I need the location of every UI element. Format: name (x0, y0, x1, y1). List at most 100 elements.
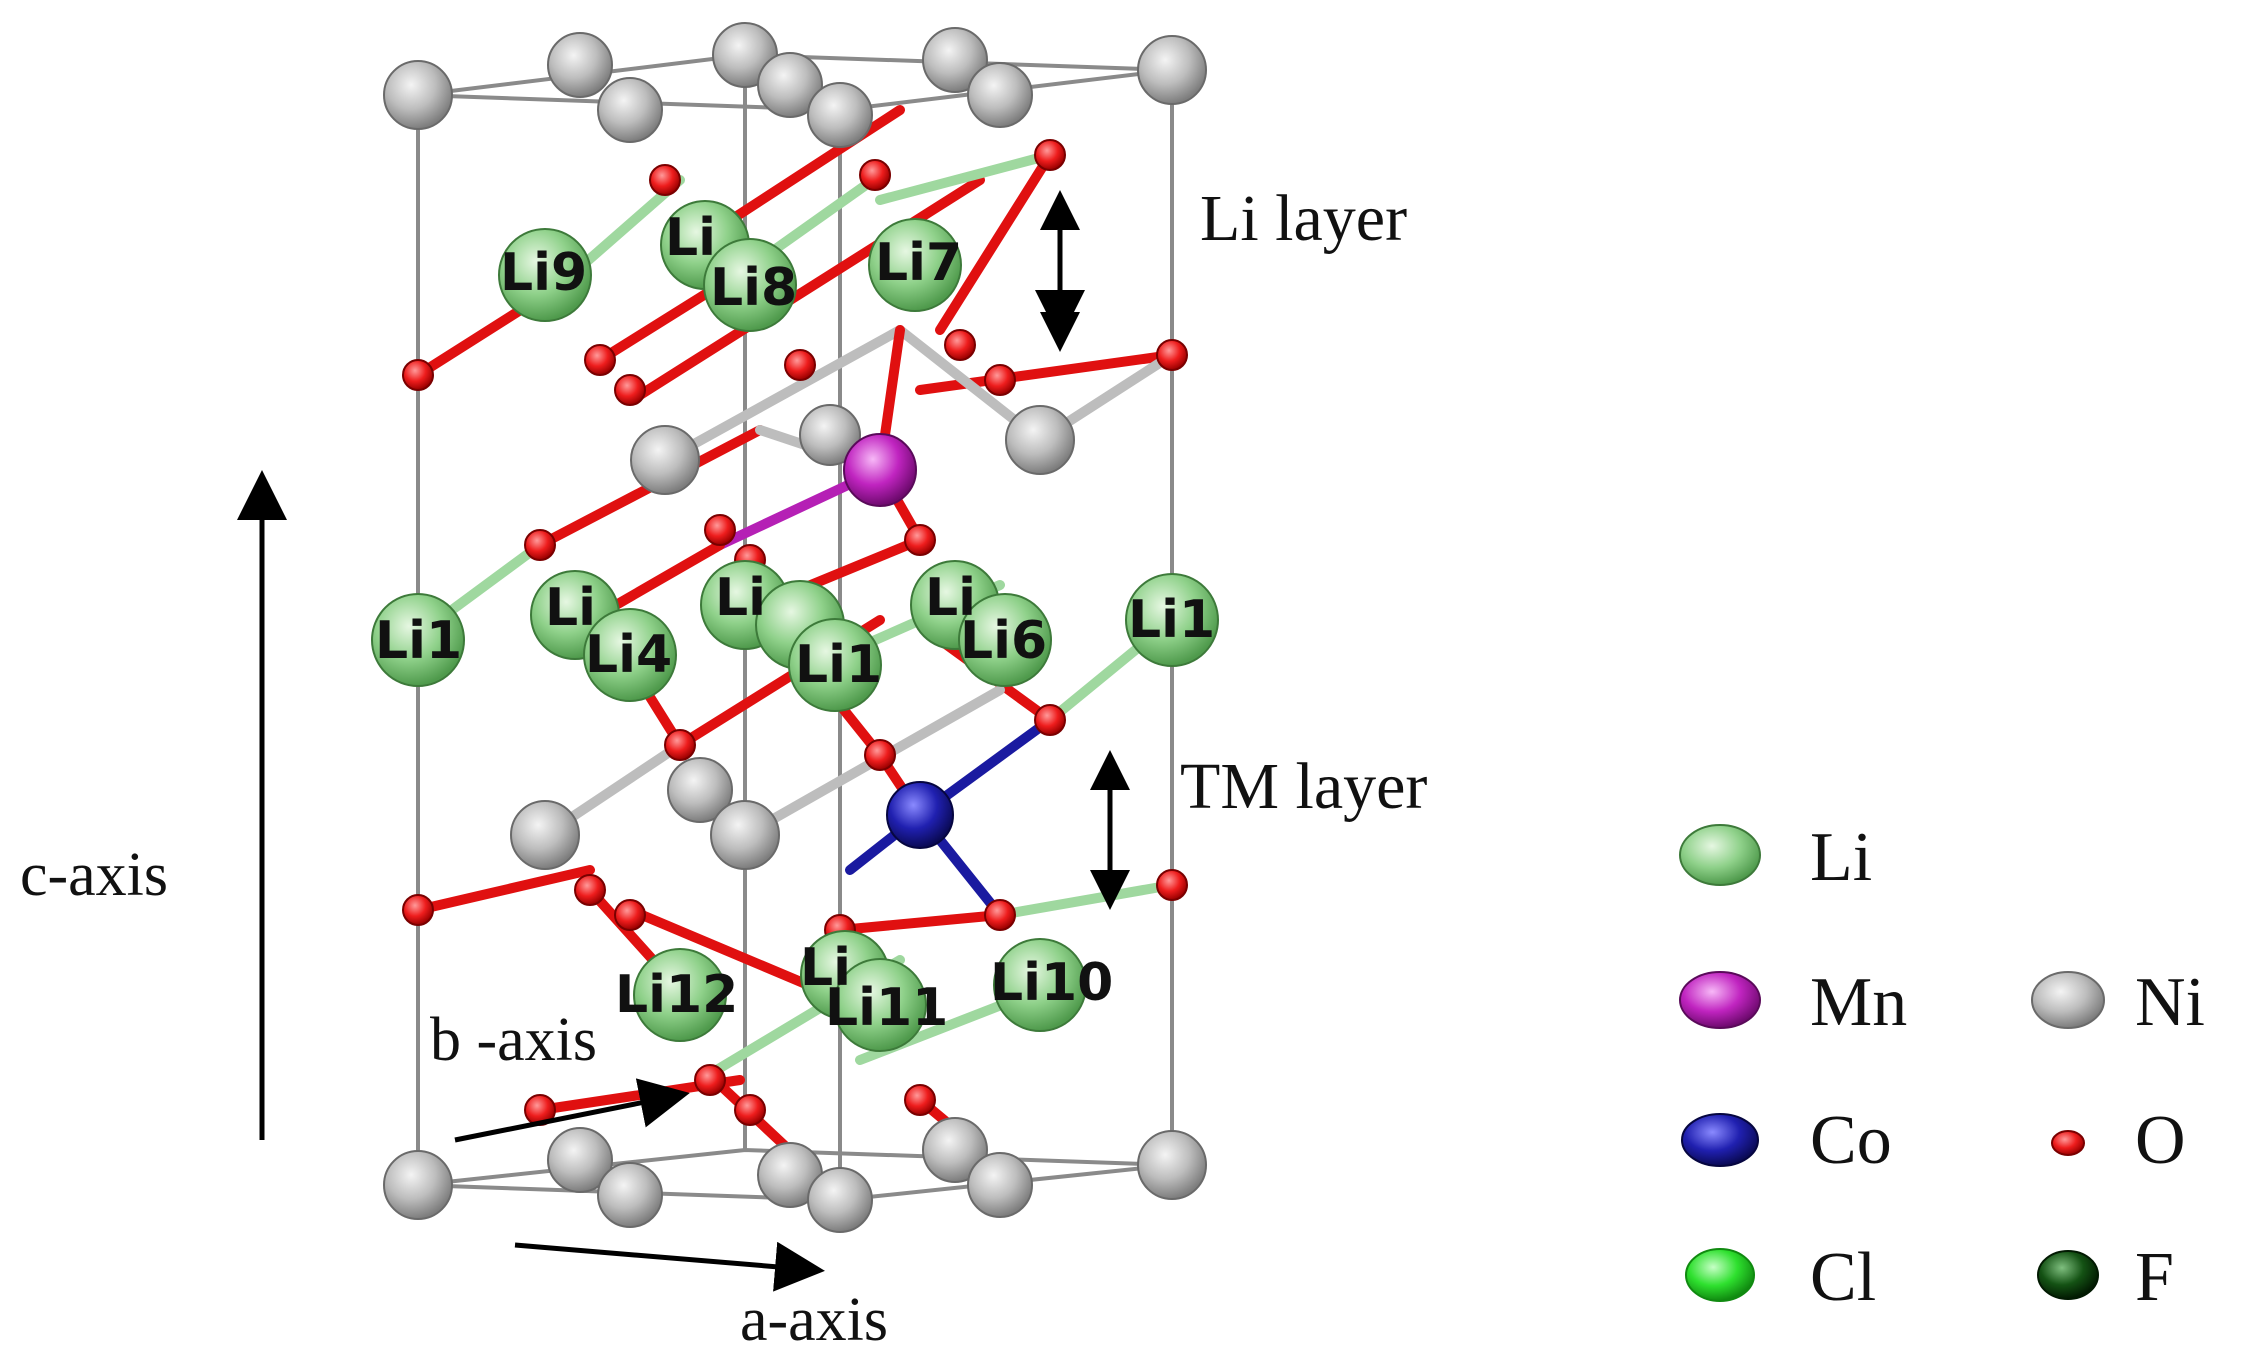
legend-cl-label: Cl (1810, 1239, 1876, 1316)
li-atoms (371, 200, 1219, 1052)
legend-o-label: O (2135, 1102, 2186, 1179)
b-axis-label: b -axis (430, 1006, 597, 1074)
ni-atom (383, 60, 453, 130)
mn-atom (843, 433, 917, 507)
o-atom (944, 329, 976, 361)
o-atom (984, 364, 1016, 396)
ni-atom (547, 32, 613, 98)
label-li8: Li8 (710, 258, 797, 318)
label-li10: Li10 (990, 953, 1113, 1013)
li-atom-li7 (868, 218, 962, 312)
ni-atom (710, 800, 780, 870)
ni-atom (757, 52, 823, 118)
li-layer-arrow-bottom (1040, 312, 1080, 352)
ni-atom (597, 77, 663, 143)
ni-atom (1005, 405, 1075, 475)
o-atoms (402, 139, 1188, 1126)
ni-atom (1137, 35, 1207, 105)
legend-o-icon (2051, 1130, 2085, 1156)
ni-atom (807, 82, 873, 148)
o-atom (664, 729, 696, 761)
label-li1-center: Li1 (795, 635, 882, 695)
li-atom-li12 (633, 948, 727, 1042)
li-layer-label: Li layer (1200, 182, 1407, 255)
legend-ni-icon (2031, 971, 2105, 1029)
li-atom-li10 (993, 938, 1087, 1032)
ni-atom (383, 1150, 453, 1220)
li-atom-li1-center (788, 618, 882, 712)
li-layer-arrow-top (1040, 190, 1080, 230)
a-axis-arrow (514, 1241, 825, 1292)
a-axis-label: a-axis (740, 1286, 888, 1354)
o-atom (614, 374, 646, 406)
o-atom (584, 344, 616, 376)
label-li9: Li9 (500, 243, 587, 303)
b-axis-arrow (454, 1078, 690, 1143)
legend-cl-icon (1685, 1248, 1755, 1302)
label-li-fragment: Li (715, 568, 766, 628)
ni-atom (799, 404, 861, 466)
o-atom (984, 899, 1016, 931)
o-atom (859, 159, 891, 191)
ni-atom (922, 27, 988, 93)
layer-arrow-heads (1040, 190, 1130, 910)
o-atom (402, 359, 434, 391)
label-li1-right: Li1 (1128, 590, 1215, 650)
o-atom (1156, 339, 1188, 371)
o-atom (649, 164, 681, 196)
ni-atom (807, 1167, 873, 1233)
label-li-fragment: Li (800, 938, 851, 998)
o-atom (1156, 869, 1188, 901)
tm-layer-label: TM layer (1180, 750, 1427, 823)
o-atom (734, 1094, 766, 1126)
o-atom (694, 1064, 726, 1096)
axes (237, 470, 825, 1292)
o-atom (524, 529, 556, 561)
o-atom (904, 1084, 936, 1116)
ni-atom (1137, 1130, 1207, 1200)
ni-atom (667, 757, 733, 823)
co-atom (886, 781, 954, 849)
label-li-fragment: Li (545, 578, 596, 638)
li-atom-li9 (498, 228, 592, 322)
ni-atom (547, 1127, 613, 1193)
li-atom-li1-right (1125, 573, 1219, 667)
label-li11: Li11 (825, 978, 948, 1038)
o-atom (574, 874, 606, 906)
atom-labels: Li Li9 Li8 Li7 Li Li Li Li1 Li4 Li1 Li6 … (375, 208, 1215, 1038)
legend: Li Mn Ni Co O Cl F (1679, 819, 2205, 1316)
ni-atom (967, 1152, 1033, 1218)
tm-layer-arrow-bottom (1090, 870, 1130, 910)
legend-f-label: F (2135, 1239, 2174, 1316)
ni-atom (922, 1117, 988, 1183)
li-atom-li8 (703, 238, 797, 332)
label-li12: Li12 (615, 965, 738, 1025)
ni-atoms (383, 22, 1207, 1233)
ni-atom (630, 425, 700, 495)
label-li-fragment: Li (925, 568, 976, 628)
li-atom-li1-left (371, 593, 465, 687)
legend-mn-label: Mn (1810, 964, 1907, 1041)
o-atom (704, 514, 736, 546)
ni-atom (597, 1162, 663, 1228)
o-atom (1034, 139, 1066, 171)
o-atom (904, 524, 936, 556)
label-li6: Li6 (960, 611, 1047, 671)
layer-indicators (1035, 215, 1113, 885)
li-atom-li4 (583, 608, 677, 702)
o-atom (864, 739, 896, 771)
legend-li-label: Li (1810, 819, 1872, 896)
legend-co-icon (1681, 1113, 1759, 1167)
ni-atom (510, 800, 580, 870)
label-li7: Li7 (875, 233, 962, 293)
legend-f-icon (2037, 1250, 2099, 1300)
ni-atom (967, 62, 1033, 128)
o-atom (402, 894, 434, 926)
legend-ni-label: Ni (2135, 964, 2205, 1041)
li-atom-li6 (958, 593, 1052, 687)
c-axis-label: c-axis (20, 841, 168, 909)
tm-layer-arrow-top (1090, 750, 1130, 790)
o-atom (784, 349, 816, 381)
legend-mn-icon (1679, 971, 1761, 1029)
